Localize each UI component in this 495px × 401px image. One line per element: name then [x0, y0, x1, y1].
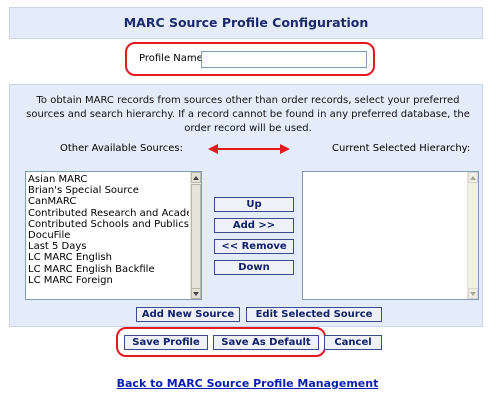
- add-source-button[interactable]: Add >>: [214, 218, 294, 233]
- profile-name-label: Profile Name:: [139, 53, 207, 64]
- scroll-up-arrow-icon[interactable]: [191, 172, 201, 183]
- remove-source-button[interactable]: << Remove: [214, 239, 294, 254]
- list-item[interactable]: Brian's Special Source: [28, 185, 139, 197]
- move-up-button[interactable]: Up: [214, 197, 294, 212]
- list-item[interactable]: CanMARC: [28, 196, 77, 208]
- selected-list-scrollbar[interactable]: [467, 172, 478, 299]
- selected-hierarchy-list[interactable]: [302, 171, 479, 300]
- back-to-management-link[interactable]: Back to MARC Source Profile Management: [116, 377, 379, 390]
- add-new-source-button[interactable]: Add New Source: [136, 307, 240, 322]
- list-item[interactable]: LC MARC Foreign: [28, 274, 113, 286]
- available-list-scrollbar[interactable]: [190, 172, 201, 299]
- move-down-button[interactable]: Down: [214, 260, 294, 275]
- list-item[interactable]: LC MARC English Backfile: [28, 263, 155, 275]
- sources-panel: To obtain MARC records from sources othe…: [9, 84, 483, 327]
- list-item[interactable]: Last 5 Days: [28, 241, 87, 253]
- scroll-up-arrow-icon[interactable]: [468, 172, 478, 183]
- edit-selected-source-button[interactable]: Edit Selected Source: [246, 307, 382, 322]
- scroll-down-arrow-icon[interactable]: [191, 288, 201, 299]
- cancel-button[interactable]: Cancel: [324, 335, 382, 350]
- list-item[interactable]: Contributed Schools and Publics: [28, 218, 189, 230]
- page-title: MARC Source Profile Configuration: [9, 7, 483, 39]
- profile-name-input[interactable]: [201, 51, 367, 68]
- list-item[interactable]: DocuFile: [28, 229, 71, 241]
- profile-name-highlight: Profile Name:: [125, 42, 375, 76]
- list-item[interactable]: Contributed Research and Academic: [28, 207, 189, 219]
- save-as-default-button[interactable]: Save As Default: [213, 335, 319, 350]
- scroll-down-arrow-icon[interactable]: [468, 288, 478, 299]
- list-item[interactable]: Asian MARC: [28, 174, 88, 185]
- double-arrow-icon: [208, 144, 290, 154]
- scroll-thumb[interactable]: [191, 184, 201, 290]
- selected-hierarchy-label: Current Selected Hierarchy:: [332, 143, 471, 154]
- instructions-text: To obtain MARC records from sources othe…: [26, 95, 470, 134]
- list-item[interactable]: LC MARC English: [28, 252, 112, 264]
- save-profile-button[interactable]: Save Profile: [124, 335, 208, 350]
- available-sources-label: Other Available Sources:: [60, 143, 183, 154]
